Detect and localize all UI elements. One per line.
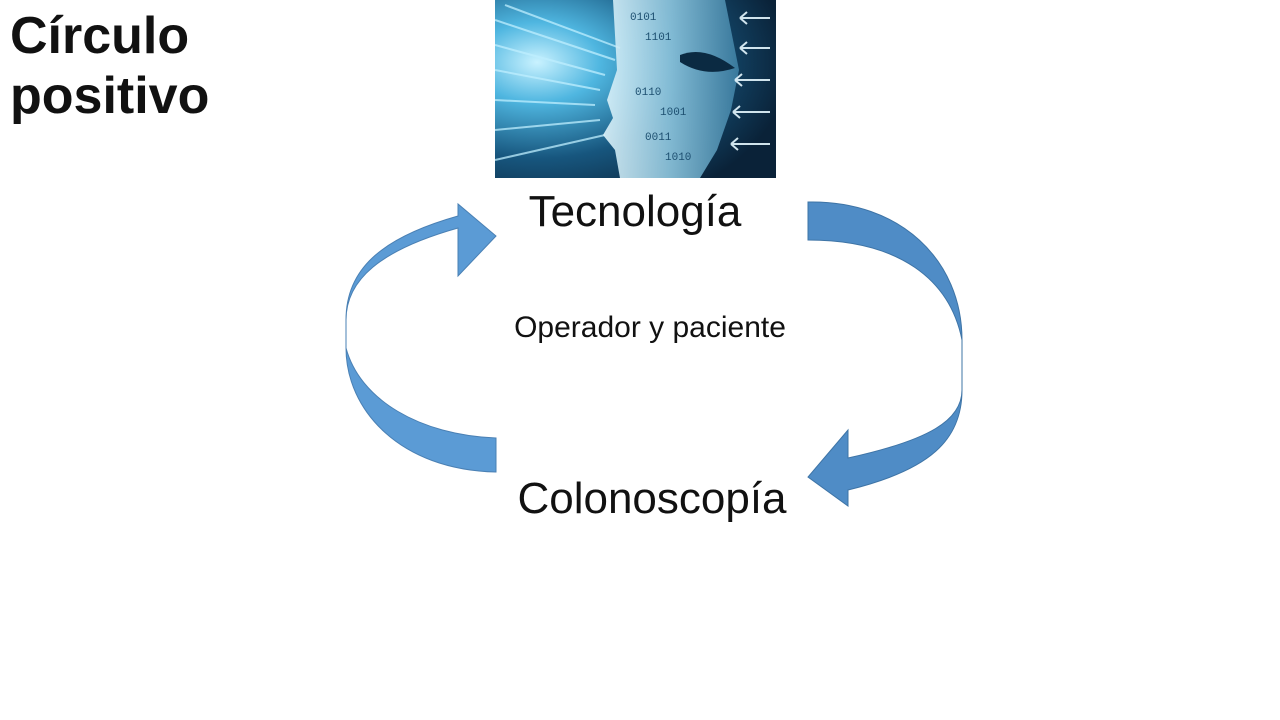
slide-title: Círculo positivo (10, 7, 210, 125)
node-technology: Tecnología (528, 187, 742, 236)
left-curved-arrow (345, 202, 497, 473)
svg-text:1010: 1010 (665, 152, 691, 164)
svg-text:1101: 1101 (645, 32, 672, 44)
svg-text:0011: 0011 (645, 132, 672, 144)
node-colonoscopy: Colonoscopía (517, 474, 787, 523)
technology-face-image: 0101 1101 0110 1001 0011 1010 (495, 0, 776, 178)
node-operator-patient: Operador y paciente (514, 311, 786, 344)
svg-text:0101: 0101 (630, 12, 657, 24)
right-curved-arrow (807, 201, 963, 507)
svg-text:0110: 0110 (635, 87, 661, 99)
svg-text:1001: 1001 (660, 107, 687, 119)
